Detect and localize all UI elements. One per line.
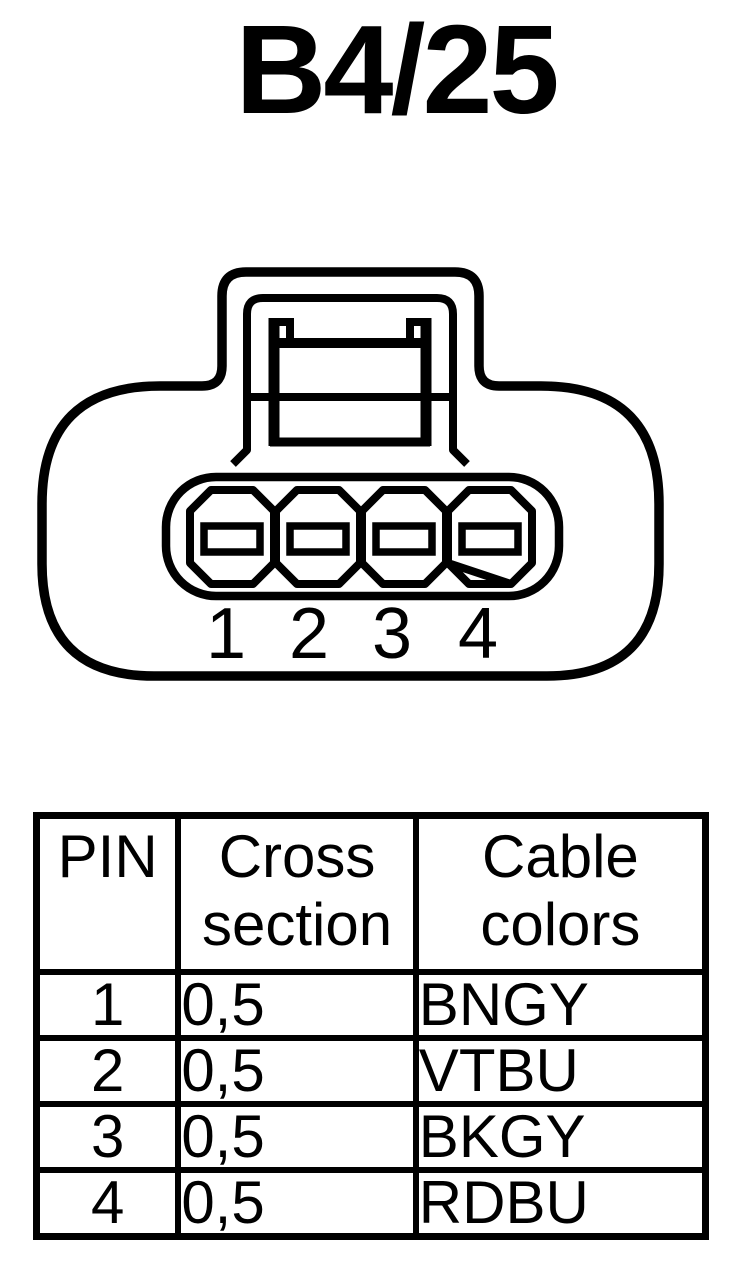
latch-tooth-right	[406, 318, 428, 341]
pin-number-cell: 3	[33, 1101, 182, 1173]
cable-color-cell: RDBU	[412, 1167, 709, 1240]
cable-color-cell: BKGY	[412, 1101, 709, 1173]
pin-number-cell: 1	[33, 969, 182, 1041]
pin-1-label: 1	[206, 594, 246, 674]
cross-section-cell: 0,5	[175, 969, 419, 1041]
pin-row-housing	[161, 472, 564, 601]
pin-1-slot	[200, 522, 264, 556]
latch-inner-outline	[230, 294, 470, 467]
pin-3-label: 3	[372, 594, 412, 674]
connector-title: B4/25	[235, 0, 559, 140]
cross-section-cell: 0,5	[175, 1167, 419, 1240]
connector-diagram: 1 2 3 4	[37, 267, 664, 681]
table-row: 3 0,5 BKGY	[33, 1101, 709, 1173]
pin-number-cell: 4	[33, 1167, 182, 1240]
pin-number-cell: 2	[33, 1035, 182, 1107]
table-row: 4 0,5 RDBU	[33, 1167, 709, 1240]
header-pin: PIN	[33, 812, 182, 975]
pin-3-slot	[372, 522, 436, 556]
connector-body-outline	[37, 267, 664, 681]
pin-table: PIN Cross section Cable colors 1 0,5 BNG…	[33, 812, 709, 1240]
header-cable-colors: Cable colors	[412, 812, 709, 975]
pin-4-slot	[458, 522, 522, 556]
table-row: 2 0,5 VTBU	[33, 1035, 709, 1107]
cross-section-cell: 0,5	[175, 1035, 419, 1107]
pin-4-octagon	[444, 486, 536, 588]
pin-2-label: 2	[289, 594, 329, 674]
table-row: 1 0,5 BNGY	[33, 969, 709, 1041]
pin-4-label: 4	[458, 594, 498, 674]
cross-section-cell: 0,5	[175, 1101, 419, 1173]
pin-2-slot	[286, 522, 350, 556]
latch-tooth-left	[272, 318, 294, 341]
cable-color-cell: BNGY	[412, 969, 709, 1041]
cable-color-cell: VTBU	[412, 1035, 709, 1107]
header-cross-section: Cross section	[175, 812, 419, 975]
table-header-row: PIN Cross section Cable colors	[33, 812, 709, 975]
